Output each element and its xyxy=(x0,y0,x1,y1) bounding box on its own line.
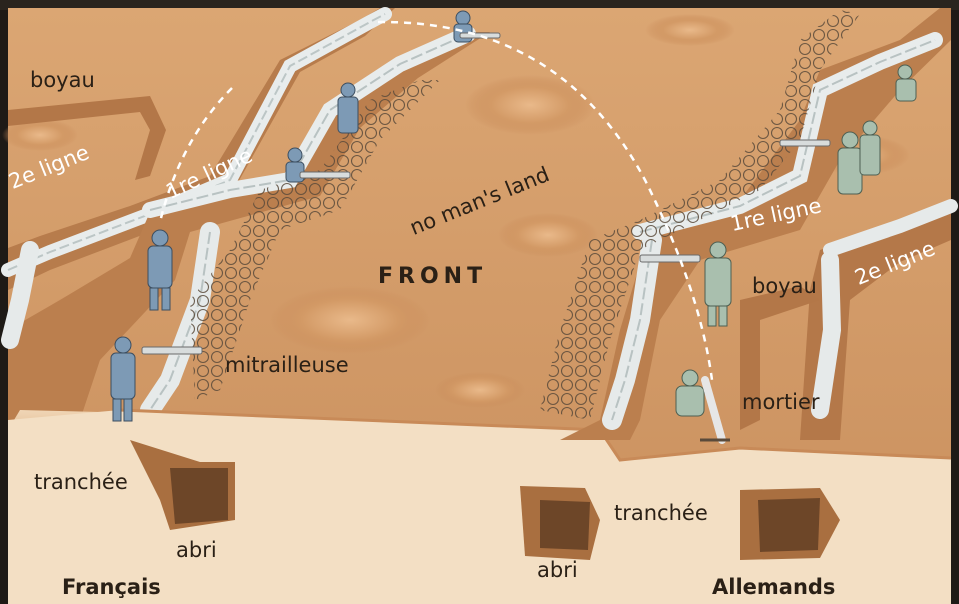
label-mortier: mortier xyxy=(742,392,820,413)
label-abri-de: abri xyxy=(537,560,578,581)
label-boyau-fr: boyau xyxy=(30,70,95,91)
label-allemands: Allemands xyxy=(712,577,835,598)
label-tranchee-fr: tranchée xyxy=(34,472,128,493)
label-abri-fr: abri xyxy=(176,540,217,561)
label-mitrailleuse: mitrailleuse xyxy=(225,355,349,376)
label-front: FRONT xyxy=(378,266,487,288)
label-francais: Français xyxy=(62,577,161,598)
german-dugout xyxy=(520,486,600,560)
label-tranchee-de: tranchée xyxy=(614,503,708,524)
label-boyau-de: boyau xyxy=(752,276,817,297)
